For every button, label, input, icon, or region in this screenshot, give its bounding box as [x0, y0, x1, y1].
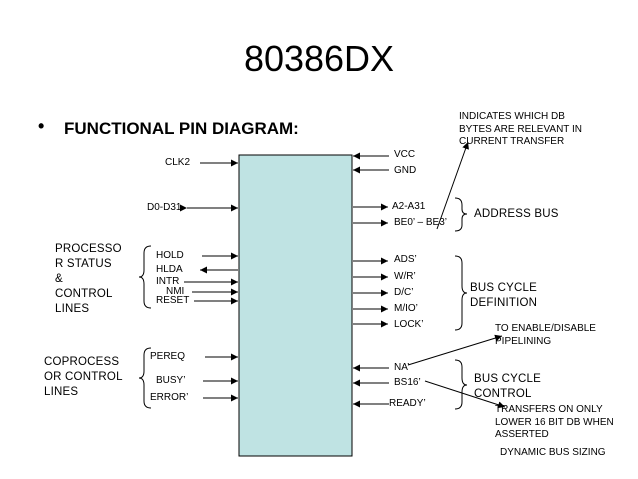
pin-label-lock: LOCK’	[394, 319, 424, 330]
page-title: 80386DX	[243, 38, 395, 79]
be-note-arrow	[436, 141, 469, 230]
note-dynamic-bus-sizing: DYNAMIC BUS SIZING	[500, 447, 606, 458]
pin-label-hlda: HLDA	[156, 264, 183, 275]
group-address-bus: ADDRESS BUS	[474, 208, 559, 220]
pin-label-mio: M/IO’	[394, 303, 418, 314]
group-bus-cycle-definition: BUS CYCLE DEFINITION	[470, 282, 538, 309]
bullet-marker: •	[38, 116, 45, 136]
pin-label-busy: BUSY’	[156, 375, 186, 386]
note-byte-enable: INDICATES WHICH DB BYTES ARE RELEVANT IN…	[459, 111, 583, 147]
pin-label-wr: W/R’	[394, 271, 416, 282]
bus-cycle-def-brace	[454, 255, 468, 331]
pin-label-address: A2-A31	[392, 201, 426, 212]
pin-label-be: BE0’ – BE3’	[394, 217, 447, 228]
note-lower-16-bit: TRANSFERS ON ONLY LOWER 16 BIT DB WHEN A…	[495, 404, 614, 440]
section-heading: FUNCTIONAL PIN DIAGRAM:	[64, 119, 299, 138]
na-note-arrow	[407, 334, 503, 366]
group-bus-cycle-control: BUS CYCLE CONTROL	[474, 373, 541, 400]
pin-label-ads: ADS’	[394, 254, 417, 265]
pin-label-bs16: BS16’	[394, 377, 421, 388]
group-coprocessor-control: COPROCESS OR CONTROL LINES	[44, 356, 123, 398]
pin-label-gnd: GND	[394, 165, 417, 176]
bs16-note-arrow	[424, 380, 506, 409]
pin-label-ready: READY’	[389, 398, 426, 409]
pin-label-vcc: VCC	[394, 149, 416, 160]
pin-label-data: D0-D31	[147, 202, 182, 213]
pin-label-pereq: PEREQ	[150, 351, 186, 362]
bus-cycle-ctrl-brace	[454, 359, 468, 410]
pin-label-dc: D/C’	[394, 287, 414, 298]
pin-label-error: ERROR’	[150, 392, 189, 403]
pin-label-clk2: CLK2	[165, 157, 191, 168]
group-processor-status: PROCESSO R STATUS & CONTROL LINES	[55, 243, 122, 315]
address-bus-brace	[454, 197, 468, 232]
pin-label-reset: RESET	[156, 295, 190, 306]
coprocessor-brace	[138, 347, 152, 409]
pin-label-nmi: NMI	[166, 286, 185, 297]
processor-status-brace	[138, 245, 152, 309]
pin-label-hold: HOLD	[156, 250, 184, 261]
pin-label-intr: INTR	[156, 276, 180, 287]
note-pipelining: TO ENABLE/DISABLE PIPELINING	[495, 323, 596, 347]
chip-body	[238, 154, 353, 457]
pin-label-na: NA’	[394, 362, 410, 373]
